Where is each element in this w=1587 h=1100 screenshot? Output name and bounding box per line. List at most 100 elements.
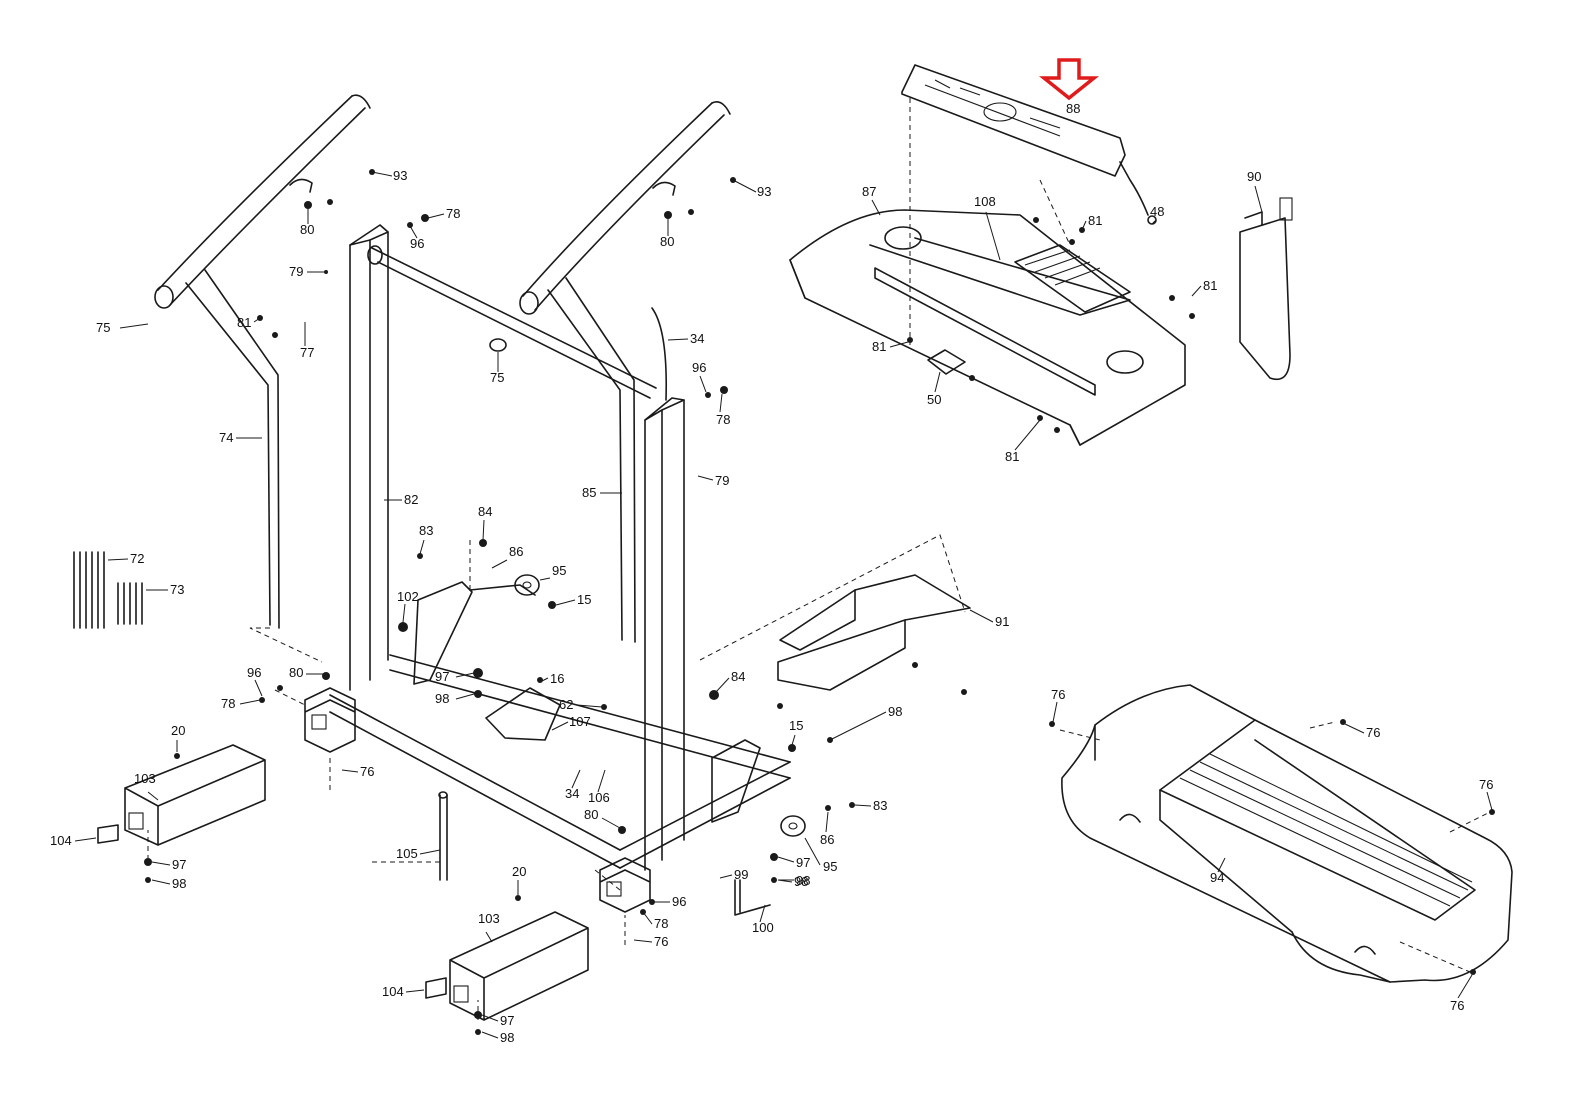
leader-line [1191,285,1202,297]
part-number-label: 20 [512,864,526,879]
part-number-label: 75 [96,320,110,335]
leader-line [1254,185,1263,213]
part-number-label: 98 [500,1030,514,1045]
leader-line [719,874,733,879]
part-number-label: 48 [1150,204,1164,219]
leader-line [985,211,1001,261]
part-number-label: 81 [237,315,251,330]
leader-line [551,721,569,731]
leader-line [889,341,909,348]
leader-line [405,989,425,993]
leader-line [969,609,994,623]
leader-line [697,475,714,481]
part-number-label: 100 [752,920,774,935]
part-number-label: 75 [490,370,504,385]
leader-line [419,849,441,855]
leader-line [1457,974,1473,999]
part-number-label: 76 [1366,725,1380,740]
leader-line [341,769,359,773]
leader-line [402,603,406,623]
part-number-label: 73 [170,582,184,597]
part-number-label: 34 [565,786,579,801]
part-number-label: 79 [289,264,303,279]
gas-spring [438,791,448,881]
part-number-label: 79 [715,473,729,488]
part-number-label: 103 [134,771,156,786]
part-number-label: 96 [247,665,261,680]
part-number-label: 98 [796,873,810,888]
leader-line [1081,220,1087,231]
part-number-label: 16 [550,671,564,686]
part-number-label: 98 [435,691,449,706]
part-number-label: 76 [360,764,374,779]
leader-line [539,577,551,581]
part-number-label: 81 [1088,213,1102,228]
part-number-label: 86 [820,832,834,847]
down-arrow-icon [1039,58,1099,101]
part-number-label: 81 [1005,449,1019,464]
leader-line [147,791,159,801]
leader-line [597,769,606,793]
part-number-label: 88 [1066,101,1080,116]
part-number-label: 62 [559,697,573,712]
fasteners [144,169,1495,1035]
leader-line [1014,419,1041,451]
leader-line [253,317,261,323]
leader-line [934,371,941,393]
part-number-label: 83 [419,523,433,538]
leader-line [555,599,576,606]
leader-line [825,811,829,833]
part-number-label: 105 [396,846,418,861]
leader-line [633,939,653,943]
leader-line [481,1014,499,1022]
part-number-label: 97 [796,855,810,870]
pin [734,879,771,916]
leader-line [759,904,766,923]
part-number-label: 96 [410,236,424,251]
leader-line [481,1031,499,1039]
part-number-label: 80 [300,222,314,237]
part-number-label: 78 [221,696,235,711]
part-number-label: 90 [1247,169,1261,184]
leader-line [829,711,887,741]
leader-line [74,837,97,842]
leader-line [804,837,821,866]
part-number-label: 96 [672,894,686,909]
leader-line [871,199,881,216]
part-number-label: 87 [862,184,876,199]
leader-line [601,817,621,829]
part-number-label: 103 [478,911,500,926]
center-plate [485,687,561,741]
part-number-label: 76 [1051,687,1065,702]
leader-line [119,323,149,329]
part-number-label: 97 [435,669,449,684]
part-number-label: 50 [927,392,941,407]
part-number-label: 15 [789,718,803,733]
base-extension-left [97,744,266,846]
part-number-label: 94 [1210,870,1224,885]
part-number-label: 93 [757,184,771,199]
leader-line [409,225,418,239]
part-number-label: 95 [552,563,566,578]
top-crossbar [367,245,657,399]
leader-line [419,539,425,555]
part-number-label: 106 [588,790,610,805]
base-frame [304,654,791,913]
leader-line [1217,857,1226,873]
part-number-label: 86 [509,544,523,559]
leader-line [854,804,872,807]
leader-line [455,672,475,678]
leader-line [254,679,263,697]
part-number-label: 76 [654,934,668,949]
leader-line [642,911,653,925]
leader-line [667,338,689,341]
leader-line [777,879,793,883]
leader-line [571,769,581,789]
part-number-label: 85 [582,485,596,500]
leader-line [732,179,757,193]
leader-line [1052,701,1058,723]
leader-line [427,213,445,219]
part-number-label: 104 [382,984,404,999]
part-number-label: 98 [794,874,808,889]
